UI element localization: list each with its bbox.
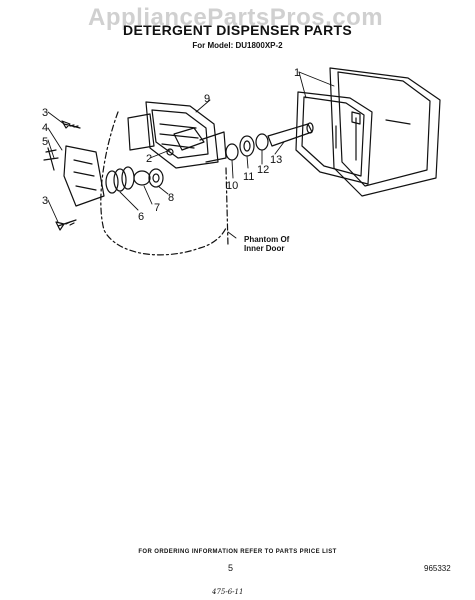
callout-13: 13: [270, 154, 282, 166]
ordering-note: FOR ORDERING INFORMATION REFER TO PARTS …: [138, 549, 337, 555]
part-small-plate: [173, 127, 205, 151]
part-screw-upper: [61, 120, 81, 129]
callout-4: 4: [42, 122, 48, 134]
callout-labels: 1 2 3 4 5 3 6 7 8 9 10 11 12 13: [42, 67, 300, 223]
phantom-note-line1: Phantom Of: [244, 235, 290, 244]
page-number: 5: [228, 563, 234, 573]
watermark: AppliancePartsPros.com: [88, 4, 384, 31]
phantom-note-line2: Inner Door: [244, 244, 284, 253]
page-title: DETERGENT DISPENSER PARTS: [123, 22, 352, 38]
callout-6: 6: [138, 211, 144, 223]
part-dispenser-housing: [127, 101, 227, 169]
model-subtitle: For Model: DU1800XP-2: [192, 41, 283, 50]
callout-7: 7: [154, 202, 160, 214]
part-screw-lower: [55, 219, 77, 231]
callout-10: 10: [226, 180, 238, 192]
handwritten-note: 475-6-11: [212, 588, 244, 596]
callout-12: 12: [257, 164, 269, 176]
callout-11: 11: [243, 171, 254, 183]
part-latch-lever: [43, 145, 105, 207]
callout-3-upper: 3: [42, 107, 48, 119]
document-number: 965332: [424, 564, 451, 573]
part-shaft: [267, 122, 314, 147]
callout-5: 5: [42, 136, 48, 148]
callout-1: 1: [294, 67, 300, 79]
phantom-inner-door: [100, 111, 229, 256]
callout-8: 8: [168, 192, 174, 204]
callout-3-lower: 3: [42, 195, 48, 207]
callout-2: 2: [146, 153, 152, 165]
leader-lines: [47, 71, 335, 239]
part-spring-and-bushings: [105, 166, 164, 194]
part-outer-cover: [295, 67, 441, 197]
callout-9: 9: [204, 93, 210, 105]
